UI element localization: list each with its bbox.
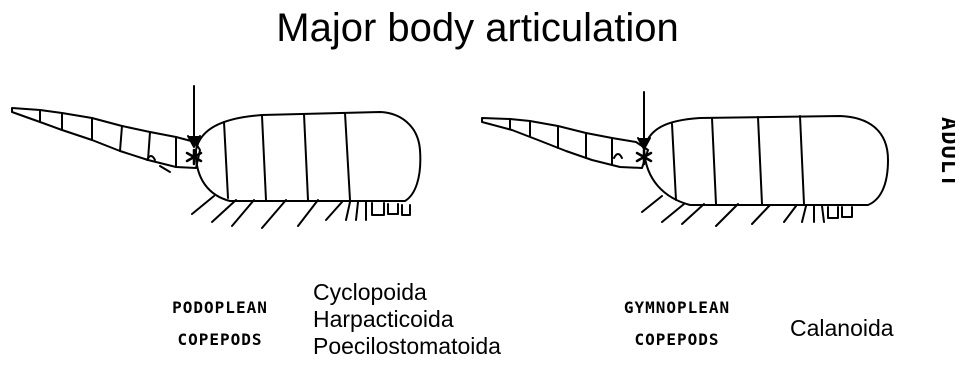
gymnoplean-label-line1: GYMNOPLEAN	[602, 292, 752, 324]
gymnoplean-copepod-drawing	[482, 92, 888, 226]
podoplean-label-line1: PODOPLEAN	[150, 292, 290, 324]
podoplean-taxa-list: Cyclopoida Harpacticoida Poecilostomatoi…	[313, 279, 501, 360]
taxon-item: Harpacticoida	[313, 306, 501, 333]
gymnoplean-label-line2: COPEPODS	[602, 324, 752, 356]
taxon-item: Cyclopoida	[313, 279, 501, 306]
taxon-item: Calanoida	[790, 315, 894, 342]
podoplean-copepod-drawing	[12, 86, 420, 228]
taxon-item: Poecilostomatoida	[313, 333, 501, 360]
gymnoplean-group-label: GYMNOPLEAN COPEPODS	[602, 292, 752, 356]
gymnoplean-taxa-list: Calanoida	[790, 315, 894, 342]
adult-vertical-label: ADULT	[921, 117, 955, 217]
podoplean-label-line2: COPEPODS	[150, 324, 290, 356]
podoplean-group-label: PODOPLEAN COPEPODS	[150, 292, 290, 356]
